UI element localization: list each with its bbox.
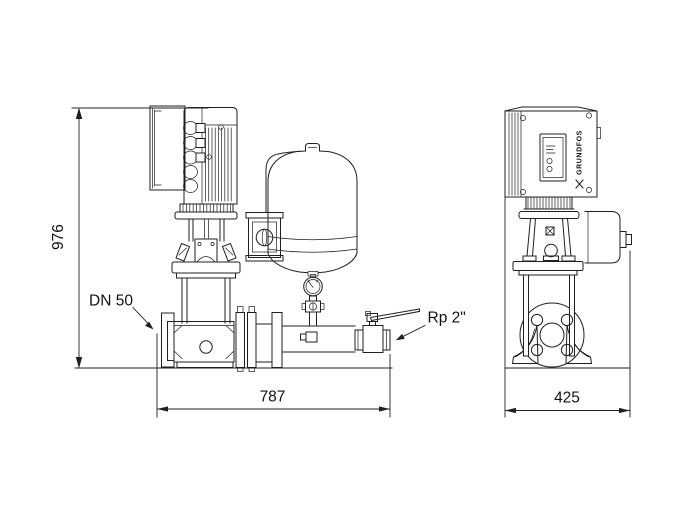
bolt-hole [560, 343, 574, 357]
screw-icon [520, 189, 526, 195]
tank-air-valve-cap [305, 143, 320, 152]
motor-plug [206, 154, 212, 160]
brand-text: GRUNDFOS [577, 130, 584, 175]
depth-value: 425 [554, 390, 580, 407]
coupling-bolt [544, 243, 558, 258]
tie-rods [181, 277, 231, 324]
leader-arrow-icon [145, 321, 154, 330]
ball-valve [354, 308, 420, 353]
bolt-hole [560, 313, 574, 327]
terminal-box [149, 105, 186, 191]
discharge-pipe [281, 325, 356, 353]
length-dimension: 787 [156, 333, 391, 418]
motor-fins [205, 127, 232, 202]
tie-rod [523, 274, 529, 357]
coupling-guard [175, 238, 237, 263]
suction-flange-face [519, 274, 585, 368]
port-flange [271, 312, 283, 368]
arrowhead-right-icon [379, 406, 390, 412]
leader-arrow-icon [395, 333, 405, 341]
arrowhead-left-icon [157, 406, 168, 412]
arrowhead-up-icon [75, 107, 83, 119]
pump-base [161, 306, 283, 372]
suction-text: DN 50 [89, 293, 133, 310]
cable-glands [183, 121, 206, 193]
arrowhead-down-icon [75, 357, 83, 369]
length-value: 787 [260, 389, 286, 406]
screw-icon [586, 187, 592, 193]
gauge-valve [301, 300, 325, 327]
side-view: GRUNDFOS [504, 106, 632, 369]
valve-handle [369, 308, 420, 322]
tank-connection [307, 271, 319, 277]
pressure-gauge [303, 274, 323, 302]
screw-icon [520, 115, 526, 121]
display-panel [539, 133, 567, 182]
port-flange [235, 312, 245, 368]
motor-stool-side [518, 196, 580, 262]
button-icon [546, 158, 553, 164]
bolt-hole [530, 343, 544, 357]
diaphragm-tank [267, 143, 358, 277]
motor [183, 107, 238, 205]
front-view [74, 105, 420, 372]
pipe-plug [300, 331, 318, 343]
motor-stool [174, 203, 238, 242]
control-cable [265, 150, 301, 213]
discharge-label: Rp 2" [395, 310, 466, 341]
arrowhead-left-icon [505, 407, 516, 414]
motor-eyebolt [218, 124, 224, 130]
discharge-text: Rp 2" [428, 310, 466, 327]
valve-stem [366, 313, 378, 322]
flange-bore [539, 322, 565, 348]
bolt-hole [530, 313, 544, 327]
motor-control-box: GRUNDFOS [504, 106, 601, 198]
suction-flange [161, 312, 175, 368]
pipe-spool [255, 323, 273, 363]
switch-knob [255, 228, 274, 247]
port-flange [247, 312, 257, 368]
height-value: 976 [50, 224, 67, 250]
grundfos-logo-icon [575, 179, 584, 189]
button-icon [546, 166, 553, 172]
pump-head-side [512, 261, 584, 276]
pressure-switch-box [245, 212, 284, 262]
pump-head [171, 261, 241, 279]
screw-icon [586, 112, 592, 119]
suction-label: DN 50 [89, 293, 154, 330]
arrowhead-right-icon [619, 407, 630, 414]
depth-dimension: 425 [504, 196, 631, 418]
drain-plug [199, 340, 213, 354]
height-dimension: 976 [50, 107, 209, 369]
tank-side-profile [584, 211, 632, 264]
